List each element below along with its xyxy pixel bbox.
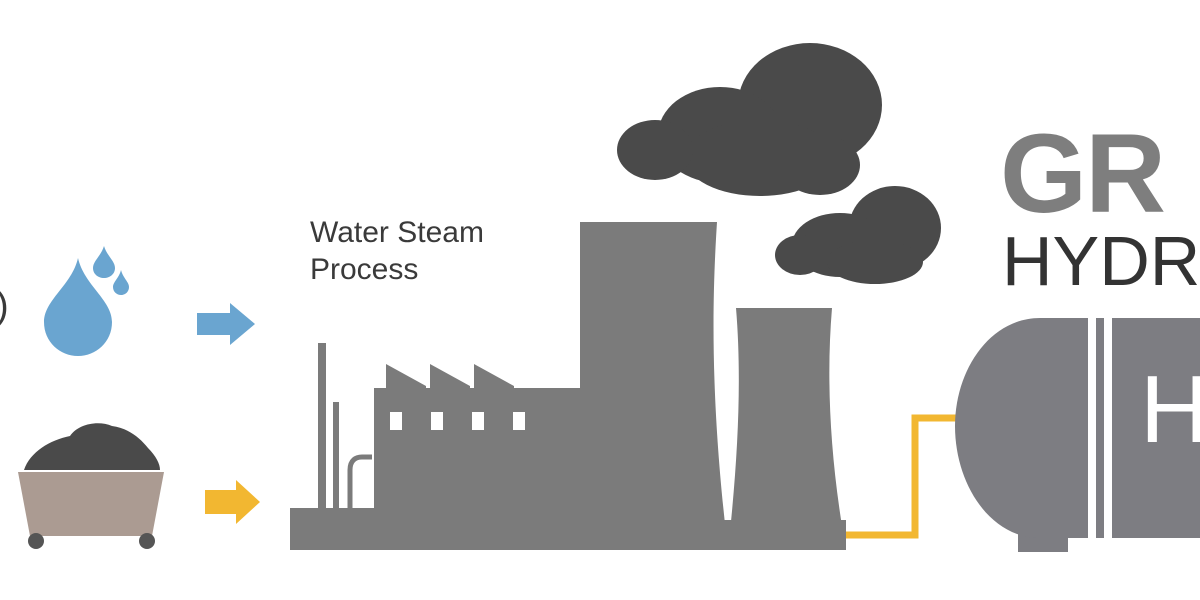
coal-cart-icon (18, 423, 164, 549)
smoke-cloud-icon (617, 43, 941, 284)
title-sub: HYDR (1002, 222, 1200, 300)
water-drops-icon (44, 246, 129, 356)
caption-line-1: Water Steam (310, 216, 484, 249)
hydrogen-tank-icon (955, 318, 1200, 552)
coal-arrow-icon (205, 480, 260, 524)
tank-label: H (1140, 356, 1200, 463)
process-caption: Water Steam Process (310, 214, 484, 288)
left-edge-text: ) (0, 285, 9, 328)
title-main: GR (1000, 111, 1166, 236)
water-arrow-icon (197, 303, 255, 345)
gas-pipe (843, 414, 960, 539)
factory-icon (290, 222, 846, 550)
caption-line-2: Process (310, 253, 419, 286)
